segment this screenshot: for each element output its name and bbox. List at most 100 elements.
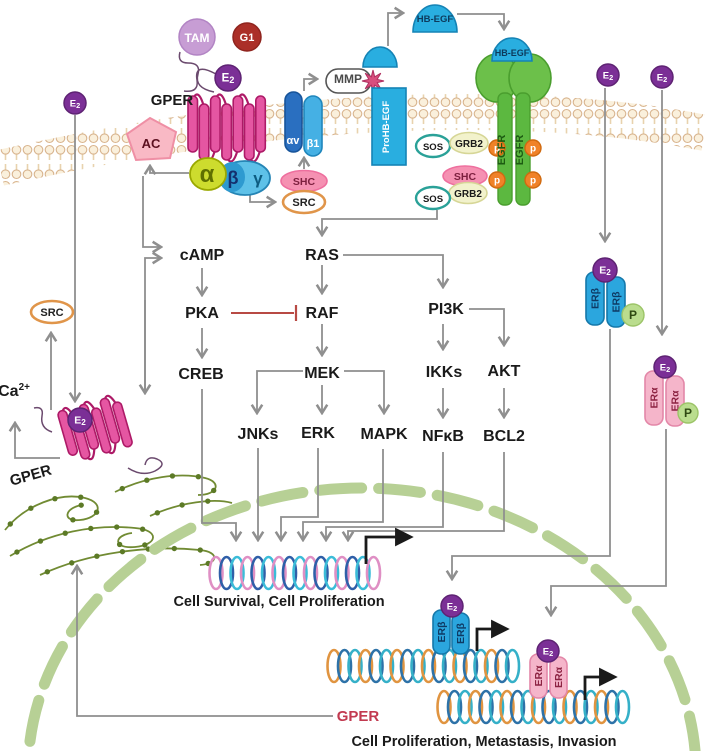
label-alphav: αv	[287, 135, 301, 147]
label-pka: PKA	[185, 305, 219, 322]
e2-ligand: E2	[440, 594, 464, 618]
label-beta1: β1	[307, 138, 320, 150]
phospho-p-orange: p	[524, 171, 542, 189]
dna-loop	[572, 689, 589, 725]
signal-arrow	[142, 176, 160, 247]
er-ribosome-dot	[7, 521, 13, 527]
prohbegf-body	[371, 87, 407, 166]
label-sos1: SOS	[423, 142, 443, 153]
dna-loop	[218, 555, 235, 591]
mmp-burst-star	[361, 69, 385, 93]
signal-arrow	[201, 389, 236, 539]
p-circle	[488, 139, 506, 157]
dna-loop	[446, 689, 463, 725]
src-oval-1	[281, 189, 327, 215]
signal-arrow	[322, 210, 438, 234]
n-terminus-squiggle	[178, 51, 215, 93]
e2-ligand: E2	[592, 257, 618, 283]
dna-loop	[302, 555, 319, 591]
dna-loop	[271, 555, 287, 591]
label-bcl2: BCL2	[483, 428, 525, 445]
label-hbegf-egfr: HB-EGF	[495, 48, 530, 58]
e2-circle	[592, 257, 618, 283]
gper-er-copy	[57, 394, 133, 461]
dna-loop	[520, 689, 536, 725]
integrin-beta1	[303, 95, 323, 157]
signal-arrow	[144, 258, 160, 392]
p-circle	[621, 303, 645, 327]
p-circle	[677, 402, 699, 424]
er-ribosome-dot	[169, 473, 176, 479]
label-ikks: IKKs	[426, 364, 463, 381]
label-grb2-1: GRB2	[455, 139, 483, 150]
gper-helix	[232, 95, 244, 153]
gper-helix	[198, 103, 210, 161]
p-circle	[488, 171, 506, 189]
label-sos2: SOS	[423, 194, 443, 205]
phospho-p-green: P	[621, 303, 645, 327]
e2-circle	[653, 355, 677, 379]
label-g1: G1	[240, 32, 255, 44]
dna-loop	[494, 648, 510, 684]
e2-circle	[650, 65, 674, 89]
e2-ligand: E2	[63, 91, 87, 115]
phospho-p-green: P	[677, 402, 699, 424]
dna-survival	[208, 555, 382, 591]
e2-label: E2	[222, 73, 235, 86]
label-grb2-2: GRB2	[454, 189, 482, 200]
label-nfkb: NFκB	[422, 428, 464, 445]
er-strand	[9, 526, 154, 557]
label-akt: AKT	[488, 363, 521, 380]
label-ras: RAS	[305, 247, 339, 264]
plasma-membrane	[0, 93, 705, 186]
label-mmp: MMP	[334, 72, 362, 86]
gper-helix	[221, 103, 233, 161]
er-ribosome-dot	[78, 502, 84, 508]
dna-loop	[365, 555, 382, 591]
e2-circle	[214, 64, 242, 92]
dna-loop	[614, 689, 631, 725]
egfr-bound-hbegf	[491, 37, 533, 62]
e2-label: E2	[543, 647, 553, 659]
er-ribosome-dot	[116, 541, 123, 548]
gper-helix	[112, 401, 133, 448]
label-erk: ERK	[301, 425, 335, 442]
signal-arrow	[150, 167, 189, 173]
p-circle-label: p	[494, 176, 500, 187]
signal-arrow	[344, 370, 384, 412]
er-ribosome-dot	[179, 502, 185, 508]
label-beta: β	[228, 168, 239, 188]
dna-loop	[281, 555, 298, 591]
label-egfr2: EGFR	[514, 135, 526, 166]
label-ac: AC	[142, 136, 161, 151]
sos-oval-2	[414, 185, 452, 211]
signal-arrow	[303, 79, 316, 91]
er-ribosome-dot	[142, 542, 148, 548]
dna-loop	[355, 555, 371, 591]
e2-label: E2	[657, 73, 667, 85]
er-ribosome-dot	[171, 545, 178, 552]
receptor-pill-label: ERα	[553, 666, 565, 688]
src-oval-left	[29, 299, 75, 325]
label-src1: SRC	[292, 197, 315, 209]
grb2-blob-1	[449, 131, 489, 155]
dna-loop	[467, 689, 484, 725]
label-raf: RAF	[306, 305, 339, 322]
dna-loop	[399, 648, 416, 684]
er-ribosome-dot	[195, 473, 202, 480]
tam-ligand	[178, 18, 216, 56]
p-circle	[524, 171, 542, 189]
signal-arrow	[469, 308, 504, 344]
gper-helix	[243, 103, 255, 161]
receptor-pill-label: ERβ	[590, 287, 602, 309]
er-ribosome-dot	[70, 517, 76, 523]
dna-loop	[541, 689, 557, 725]
nucleus-envelope	[23, 482, 701, 751]
dna-loop	[239, 555, 256, 591]
gper-helix	[57, 409, 79, 456]
dna-helices	[208, 555, 631, 725]
er-ribosome-dot	[139, 526, 146, 532]
label-tam: TAM	[184, 31, 209, 45]
n-terminus-squiggle	[183, 68, 217, 93]
